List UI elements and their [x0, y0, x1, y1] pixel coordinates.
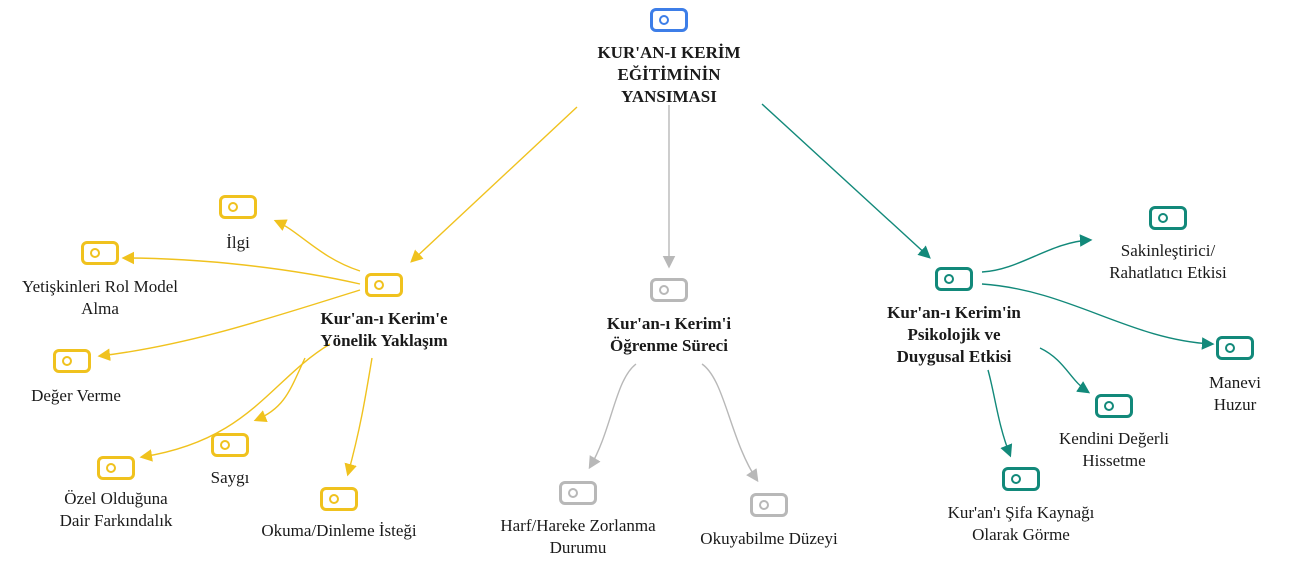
label-line: Psikolojik ve	[907, 325, 1001, 344]
tag-icon	[53, 349, 91, 373]
tag-icon	[1149, 206, 1187, 230]
edge-approach-child-1	[121, 251, 361, 285]
edge-learning-child-1	[701, 363, 759, 483]
label-line: Okuma/Dinleme İsteği	[261, 521, 417, 540]
tag-icon	[1095, 394, 1133, 418]
leaf-approach-5-label: Okuma/Dinleme İsteği	[261, 520, 416, 542]
tag-dot	[329, 494, 339, 504]
label-line: Yetişkinleri Rol Model	[21, 277, 179, 296]
tag-dot	[220, 440, 230, 450]
label-line: Okuyabilme Düzeyi	[700, 529, 838, 548]
root-node-label: KUR'AN-I KERİM EĞİTİMİNİN YANSIMASI	[597, 42, 740, 108]
label-line: YANSIMASI	[621, 87, 717, 106]
leaf-effect-0-label: Sakinleştirici/Rahatlatıcı Etkisi	[1109, 240, 1227, 284]
tag-dot	[228, 202, 238, 212]
tag-icon	[650, 278, 688, 302]
tag-dot	[944, 274, 954, 284]
tag-icon	[935, 267, 973, 291]
label-line: Sakinleştirici/	[1120, 241, 1216, 260]
leaf-approach-4-label: Saygı	[211, 467, 250, 489]
label-line: EĞİTİMİNİN	[617, 65, 721, 84]
tag-dot	[374, 280, 384, 290]
edge-effect-child-2	[1039, 347, 1091, 394]
edge-approach-child-5	[344, 357, 373, 477]
edge-root-to-effect	[761, 103, 931, 259]
tag-icon	[211, 433, 249, 457]
label-line: Kur'an-ı Kerim'e	[320, 309, 448, 328]
label-line: Duygusal Etkisi	[896, 347, 1012, 366]
tag-icon	[97, 456, 135, 480]
tag-dot	[1158, 213, 1168, 223]
label-line: Manevi	[1209, 373, 1261, 392]
label-line: Alma	[81, 299, 119, 318]
edge-learning-child-0	[588, 363, 637, 470]
tag-dot	[1104, 401, 1114, 411]
label-line: Yönelik Yaklaşım	[320, 331, 448, 350]
label-line: KUR'AN-I KERİM	[597, 43, 741, 62]
label-line: Olarak Görme	[972, 525, 1070, 544]
tag-icon	[219, 195, 257, 219]
tag-dot	[759, 500, 769, 510]
edge-root-to-approach	[410, 106, 578, 263]
tag-icon	[81, 241, 119, 265]
label-line: Özel Olduğuna	[64, 489, 168, 508]
tag-icon	[559, 481, 597, 505]
leaf-approach-2-label: Değer Verme	[31, 385, 121, 407]
tag-icon	[650, 8, 688, 32]
label-line: Hissetme	[1082, 451, 1146, 470]
leaf-learning-1-label: Okuyabilme Düzeyi	[700, 528, 837, 550]
label-line: Öğrenme Süreci	[610, 336, 728, 355]
tag-icon	[1002, 467, 1040, 491]
tag-dot	[106, 463, 116, 473]
label-line: Kur'an-ı Kerim'i	[606, 314, 732, 333]
label-line: Kendini Değerli	[1059, 429, 1169, 448]
edge-effect-child-1	[981, 283, 1215, 350]
tag-dot	[1011, 474, 1021, 484]
label-line: Kur'an'ı Şifa Kaynağı	[947, 503, 1095, 522]
edge-approach-child-2	[97, 289, 361, 362]
edge-approach-child-0	[273, 219, 361, 272]
tag-dot	[90, 248, 100, 258]
label-line: Huzur	[1213, 395, 1257, 414]
edge-approach-child-4	[253, 357, 306, 422]
tag-icon	[750, 493, 788, 517]
label-line: Kur'an-ı Kerim'in	[887, 303, 1021, 322]
edge-approach-child-3	[139, 343, 331, 462]
tag-dot	[568, 488, 578, 498]
tag-dot	[659, 15, 669, 25]
tag-dot	[659, 285, 669, 295]
tag-icon	[1216, 336, 1254, 360]
label-line: Değer Verme	[31, 386, 121, 405]
label-line: Rahatlatıcı Etkisi	[1109, 263, 1227, 282]
tag-dot	[1225, 343, 1235, 353]
label-line: Durumu	[549, 538, 607, 557]
tag-icon	[365, 273, 403, 297]
label-line: İlgi	[226, 233, 250, 252]
label-line: Dair Farkındalık	[59, 511, 173, 530]
tag-dot	[62, 356, 72, 366]
edge-effect-child-3	[987, 369, 1013, 458]
edge-effect-child-0	[981, 234, 1093, 273]
label-line: Saygı	[210, 468, 250, 487]
tag-icon	[320, 487, 358, 511]
label-line: Harf/Hareke Zorlanma	[500, 516, 656, 535]
leaf-approach-0-label: İlgi	[226, 232, 250, 254]
